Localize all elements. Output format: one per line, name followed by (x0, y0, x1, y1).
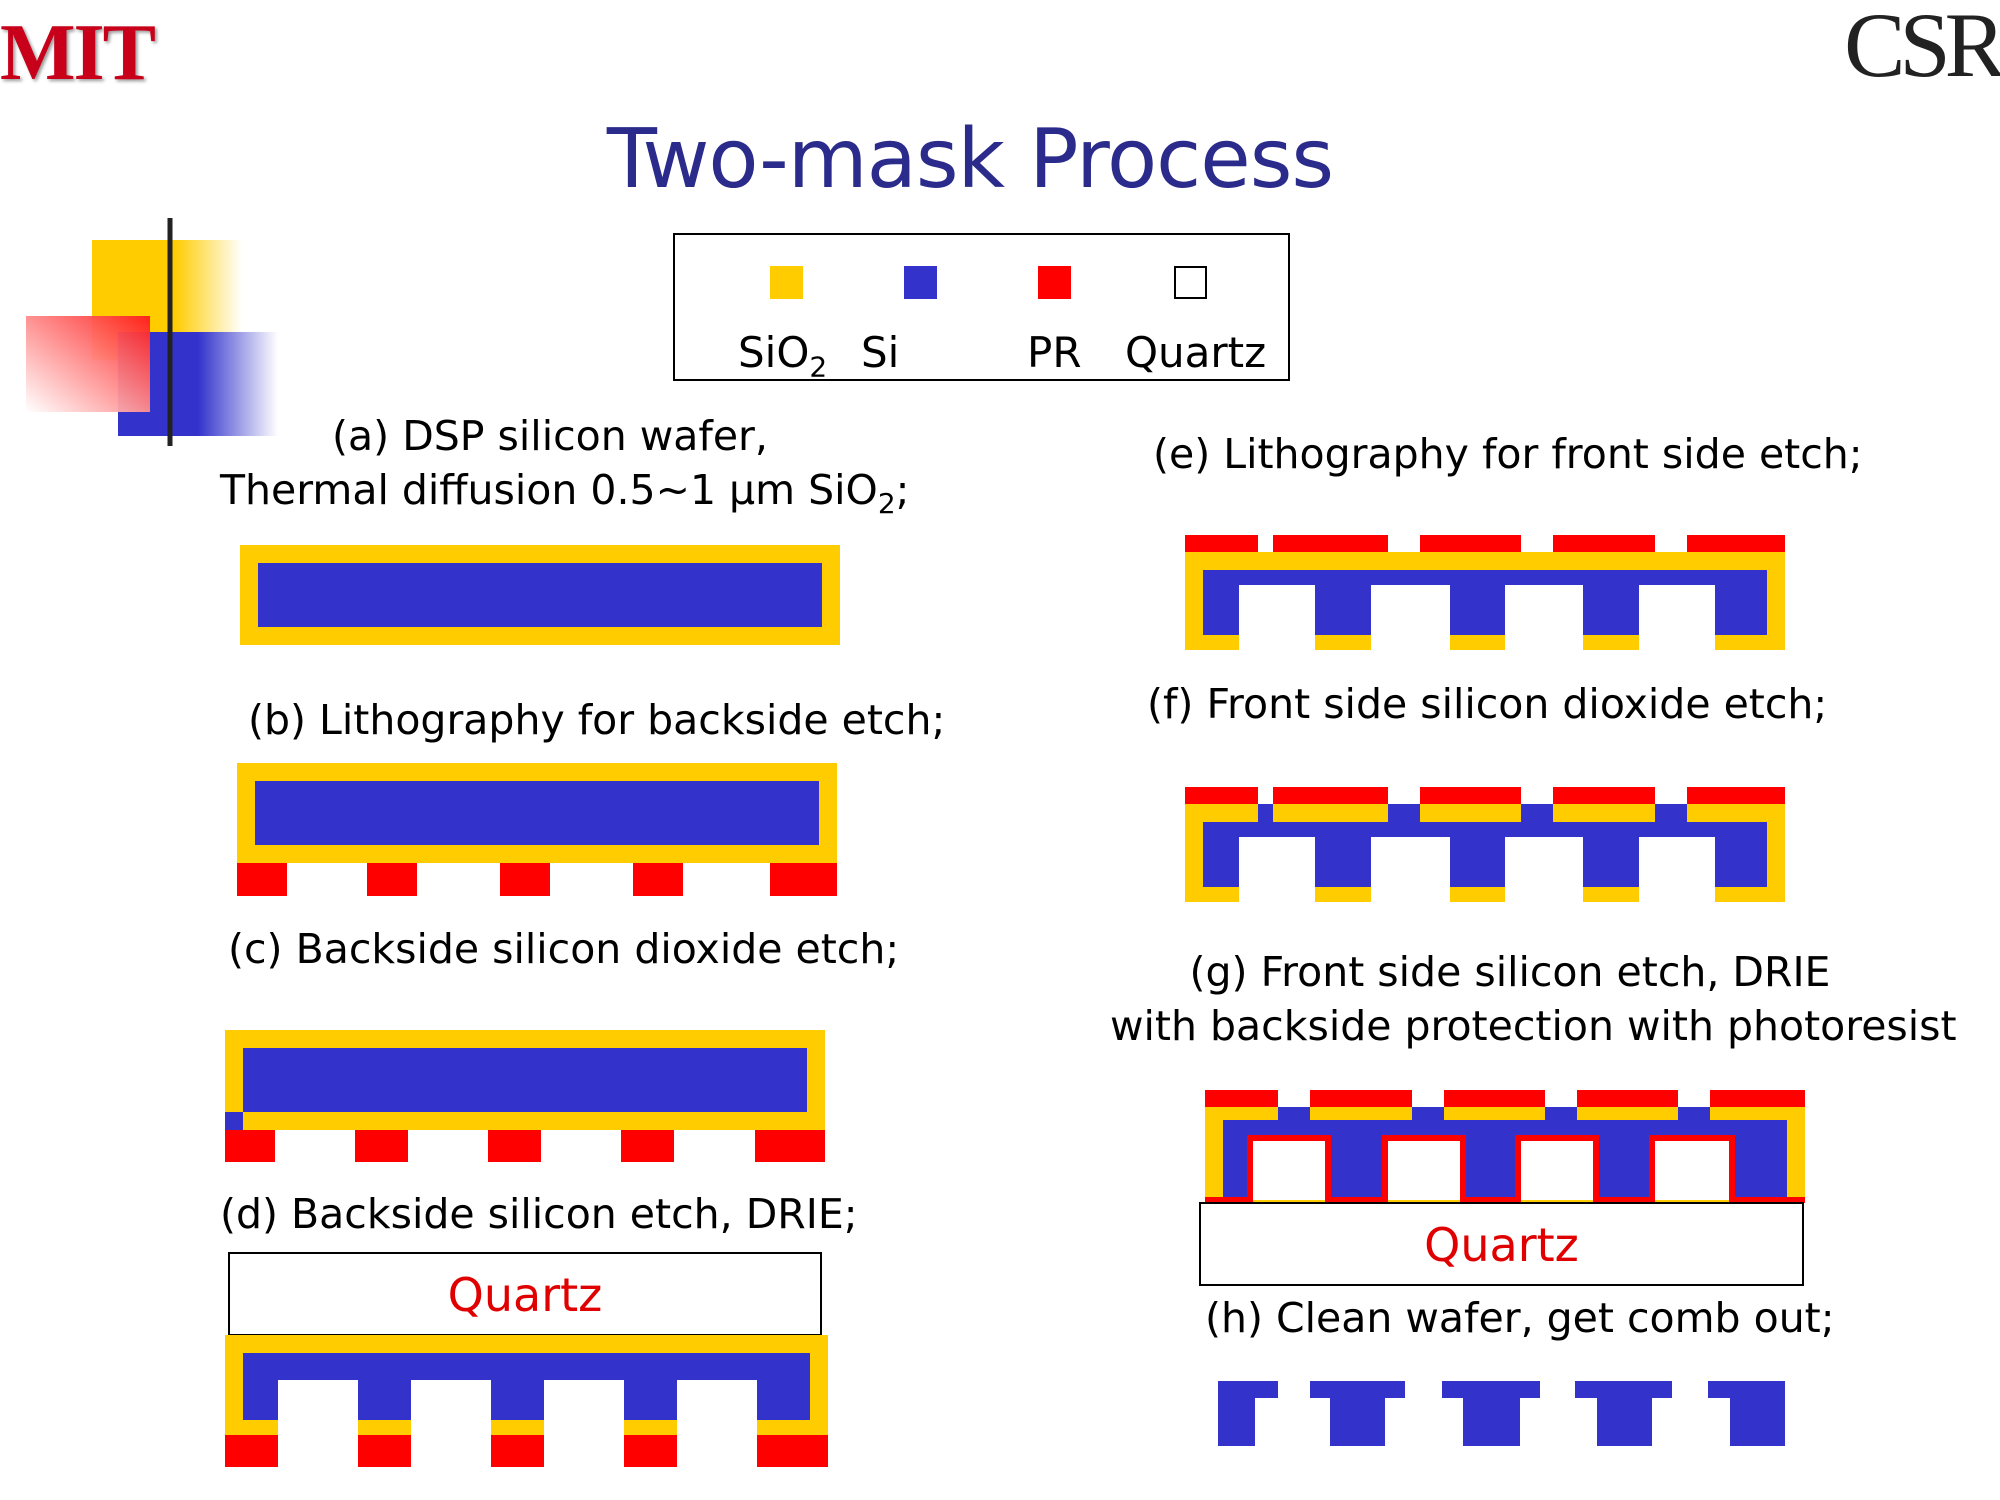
comb-h (1218, 1381, 1785, 1446)
legend-swatch-sio2 (770, 266, 803, 299)
caption-a-line2: Thermal diffusion 0.5~1 μm SiO2; (220, 466, 910, 521)
caption-g-line1: (g) Front side silicon etch, DRIE (1189, 948, 1831, 996)
quartz-label-g: Quartz (1424, 1218, 1579, 1272)
legend-swatch-si (904, 266, 937, 299)
wafer-a (240, 545, 840, 645)
quartz-label-d: Quartz (447, 1268, 603, 1322)
caption-g-line2: with backside protection with photoresis… (1110, 1002, 1957, 1050)
wafer-c (225, 1030, 825, 1162)
caption-e: (e) Lithography for front side etch; (1153, 430, 1863, 478)
caption-c: (c) Backside silicon dioxide etch; (228, 925, 900, 973)
caption-b: (b) Lithography for backside etch; (248, 696, 946, 744)
wafer-e (1185, 535, 1785, 650)
wafer-d (225, 1252, 828, 1467)
legend-swatch-pr (1038, 266, 1071, 299)
caption-f: (f) Front side silicon dioxide etch; (1147, 680, 1828, 728)
legend-label-sio2: SiO2 (738, 328, 828, 384)
caption-a-line1: (a) DSP silicon wafer, (332, 412, 768, 460)
legend-label-pr: PR (1027, 328, 1082, 377)
mit-logo: MIT (0, 9, 156, 97)
caption-d: (d) Backside silicon etch, DRIE; (220, 1190, 858, 1238)
legend-label-si: Si (861, 328, 900, 377)
slide-title: Two-mask Process (606, 112, 1334, 207)
wafer-b (237, 763, 837, 896)
corner-decoration (26, 218, 1880, 446)
legend-label-quartz: Quartz (1125, 328, 1267, 377)
legend-swatch-quartz (1174, 266, 1207, 299)
legend (673, 233, 1290, 381)
caption-h: (h) Clean wafer, get comb out; (1205, 1294, 1835, 1342)
wafer-g (1199, 1090, 1805, 1286)
csr-logo: CSR (1844, 0, 2000, 96)
wafer-f (1185, 787, 1785, 902)
